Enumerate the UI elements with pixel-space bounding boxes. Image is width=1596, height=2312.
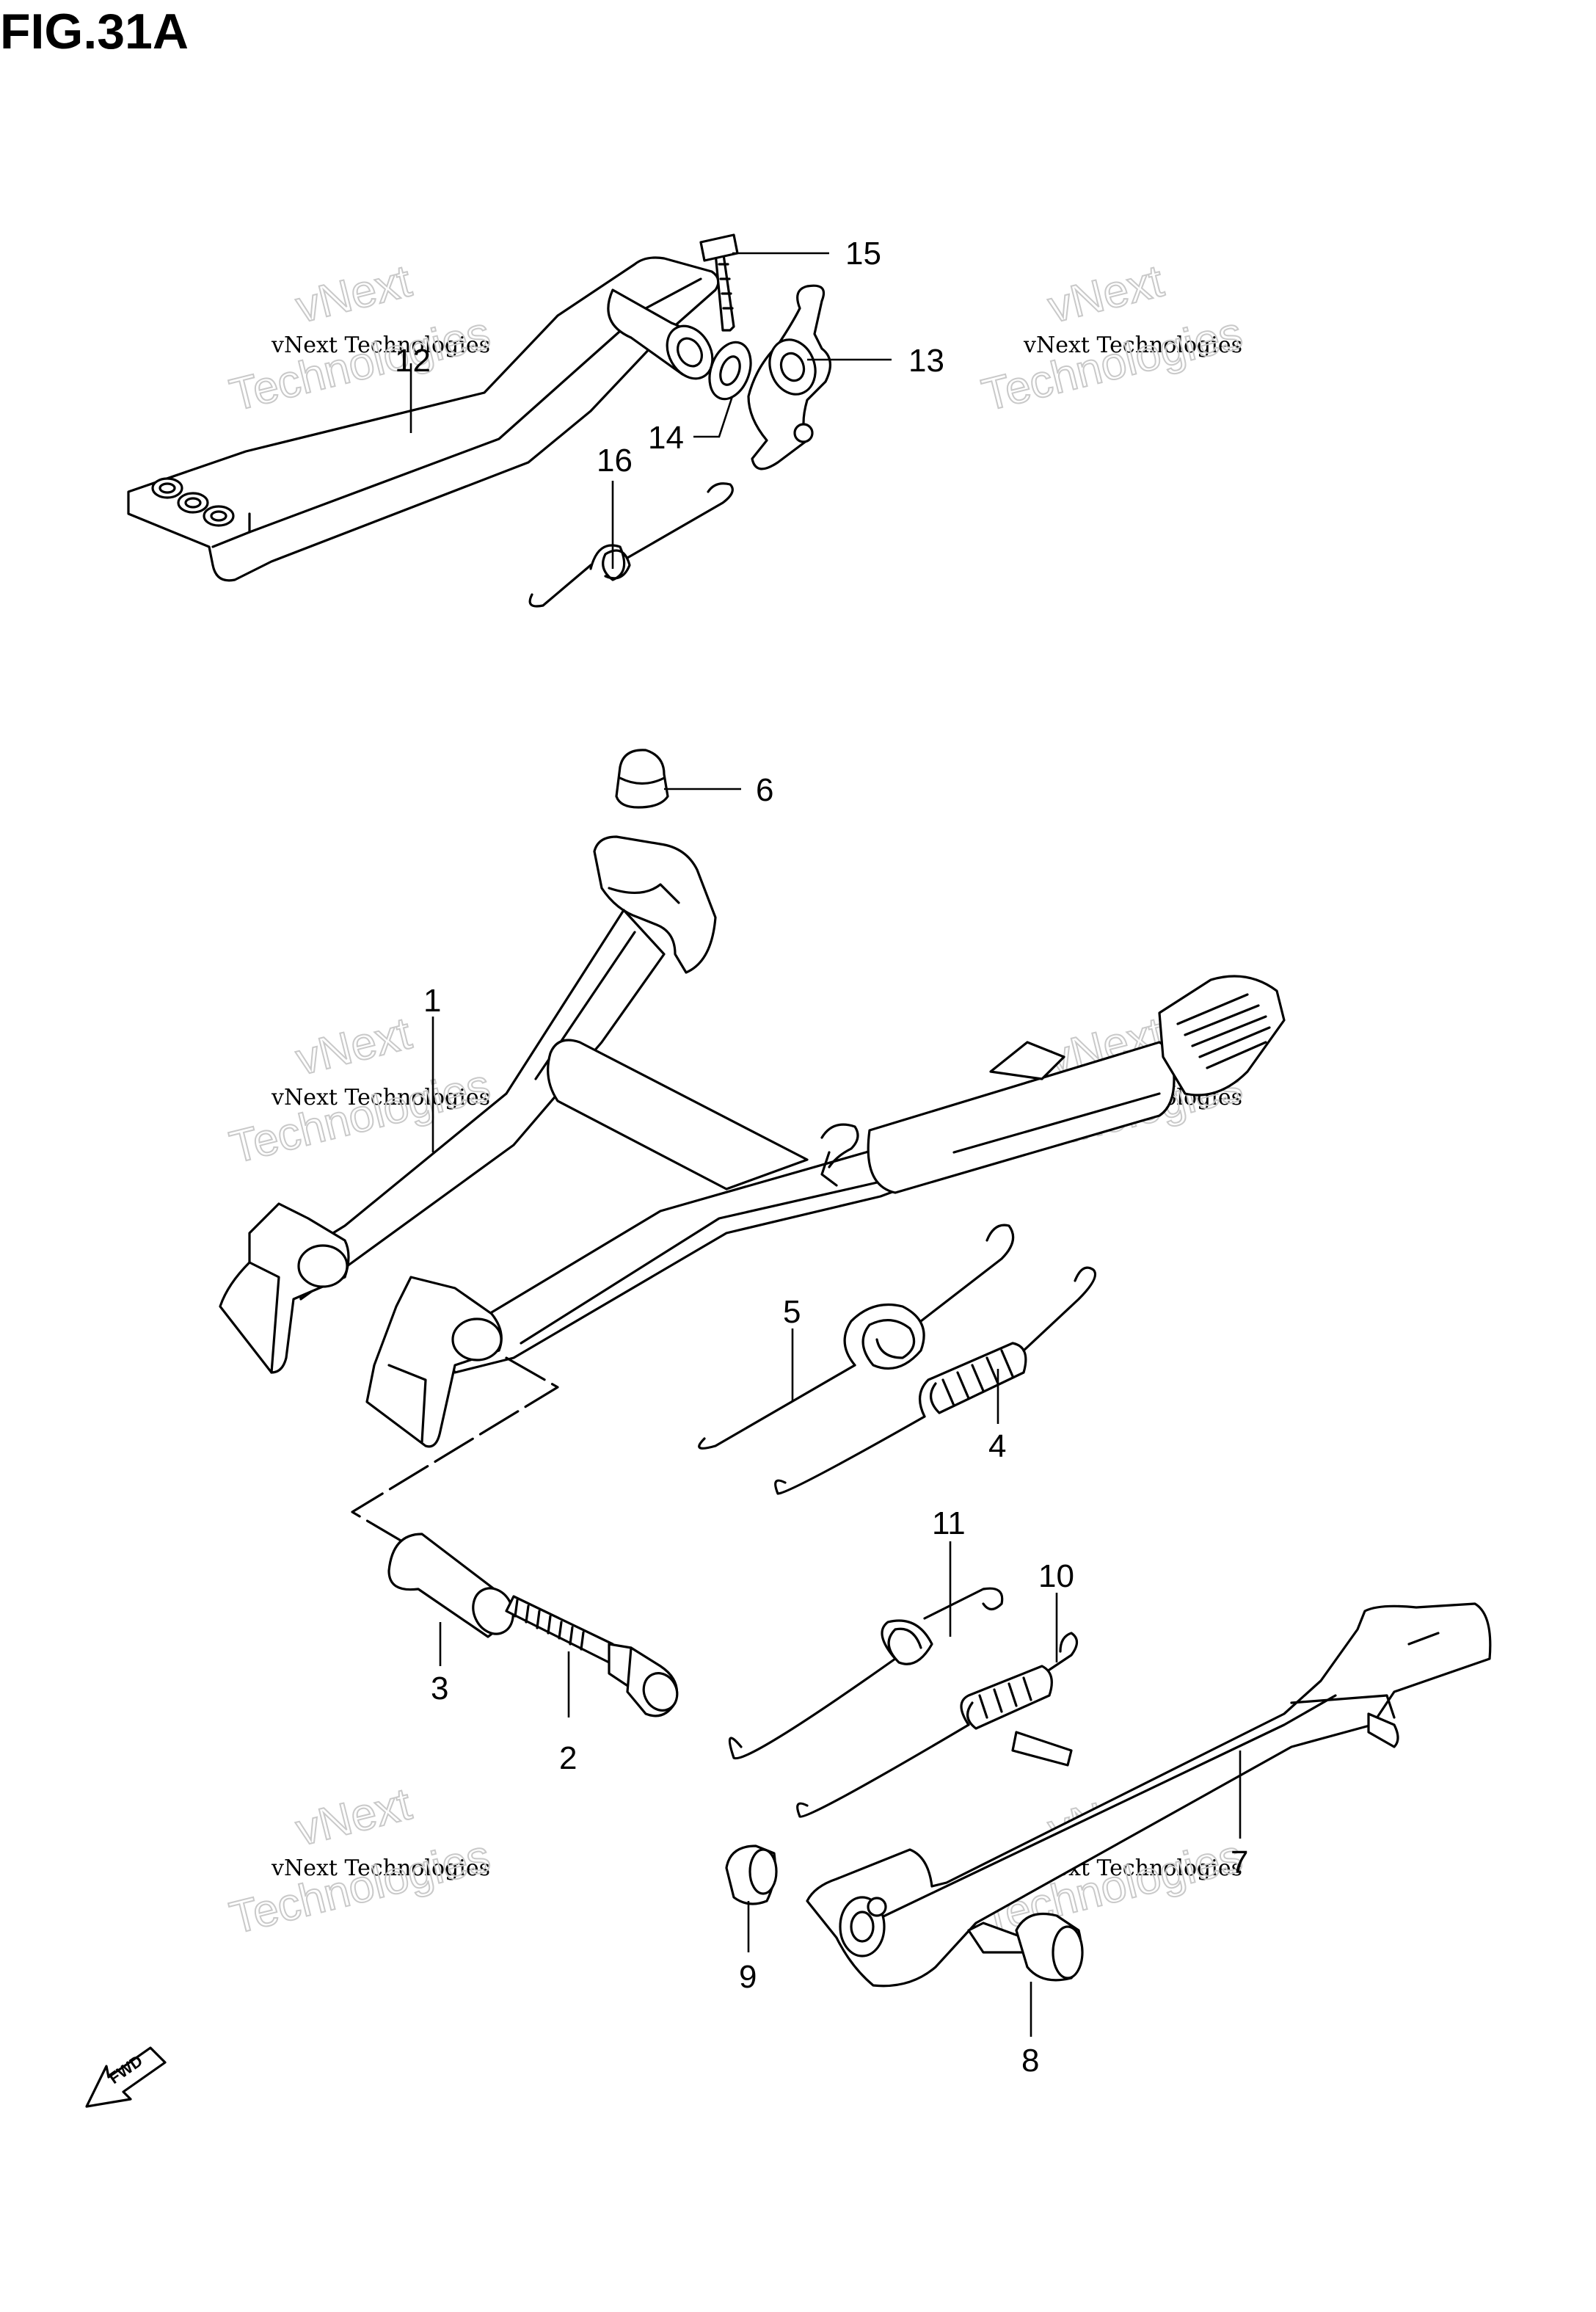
callout-8: 8 <box>1021 2043 1039 2079</box>
watermark-outline: Technologies <box>977 308 1247 421</box>
pivot-sleeve-part <box>387 1533 514 1638</box>
watermark-outline: vNext <box>291 1008 416 1085</box>
callout-6: 6 <box>756 772 773 808</box>
callout-7: 7 <box>1231 1844 1248 1880</box>
callout-2: 2 <box>559 1740 577 1776</box>
callout-3: 3 <box>431 1671 448 1706</box>
callout-16: 16 <box>597 443 633 479</box>
forward-arrow-icon: FWD <box>85 2046 167 2108</box>
stand-spring-lower-part <box>774 1266 1097 1495</box>
nut-part <box>725 1844 778 1905</box>
callout-12: 12 <box>395 343 431 379</box>
side-stand-spring-lower-part <box>796 1632 1079 1818</box>
watermark-text: vNext Technologies <box>271 332 490 358</box>
callout-11: 11 <box>932 1505 966 1541</box>
side-stand-bolt-part <box>967 1912 1084 1982</box>
pivot-bolt-part <box>505 1595 679 1717</box>
watermark-outline: vNext <box>291 1778 416 1855</box>
side-stand-spring-upper-part <box>728 1587 1004 1760</box>
callout-labels: 15 13 14 16 12 6 1 5 4 11 10 3 2 7 9 8 <box>395 236 1248 2079</box>
watermark-outline: Technologies <box>225 1831 495 1944</box>
watermark-outline: vNext <box>291 255 416 332</box>
watermark-outline: vNext <box>1043 255 1168 332</box>
brake-pedal-part <box>127 256 720 582</box>
leader-lines <box>409 252 1242 2037</box>
callout-13: 13 <box>908 343 944 379</box>
callout-5: 5 <box>783 1294 801 1330</box>
brake-arm-part <box>747 284 831 470</box>
watermark-text: vNext Technologies <box>271 1085 490 1110</box>
return-spring-part <box>528 482 734 608</box>
callout-14: 14 <box>648 420 684 456</box>
rubber-cap-part <box>615 749 669 809</box>
figure-title: FIG.31A <box>0 4 189 59</box>
stand-spring-upper-part <box>698 1224 1015 1450</box>
callout-1: 1 <box>423 983 441 1019</box>
callout-4: 4 <box>988 1428 1006 1464</box>
side-stand-part <box>806 1602 1492 1988</box>
watermark-text: vNext Technologies <box>271 1855 490 1881</box>
callout-15: 15 <box>845 236 881 272</box>
watermark-text: vNext Technologies <box>1023 332 1242 358</box>
callout-10: 10 <box>1038 1558 1074 1594</box>
bolt-part <box>699 233 739 332</box>
washer-part <box>708 341 752 401</box>
callout-9: 9 <box>739 1959 757 1995</box>
center-stand-part <box>219 835 1286 1550</box>
